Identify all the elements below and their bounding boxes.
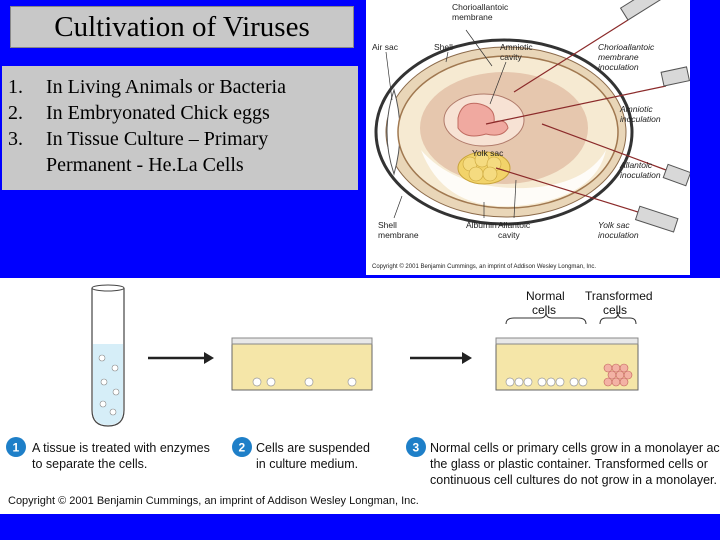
syringe-cam xyxy=(513,0,668,93)
list-item: 1. In Living Animals or Bacteria xyxy=(8,74,354,100)
step-badge xyxy=(406,437,426,457)
step-1-line-1: A tissue is treated with enzymes xyxy=(32,441,210,455)
culture-copyright: Copyright © 2001 Benjamin Cummings, an i… xyxy=(8,495,419,507)
yolk-sac xyxy=(457,151,511,185)
egg-diagram-figure: Air sac Shell Chorioallantoic membrane A… xyxy=(372,0,690,270)
label-air-sac: Air sac xyxy=(372,42,399,52)
label-yolk-inoc-2: inoculation xyxy=(598,230,639,240)
arrow-icon xyxy=(410,352,472,364)
label-chorioallantoic-1: Chorioallantoic xyxy=(452,2,509,12)
culture-diagram: Normal cells Transformed cells 1 A tissu… xyxy=(0,278,720,514)
list-item-number: 1. xyxy=(8,76,23,98)
syringe-amniotic xyxy=(485,66,690,125)
egg-diagram: Air sac Shell Chorioallantoic membrane A… xyxy=(366,0,690,275)
label-yolk-sac: Yolk sac xyxy=(472,148,504,158)
label-amniotic-2: cavity xyxy=(500,52,522,62)
title-box: Cultivation of Viruses xyxy=(10,6,354,48)
step-3-line-1: Normal cells or primary cells grow in a … xyxy=(430,441,720,455)
list-item-text: In Tissue Culture – Primary xyxy=(46,128,269,150)
syringe-yolk xyxy=(495,167,679,233)
header-transformed-1: Transformed xyxy=(585,289,653,303)
list-item: 3. In Tissue Culture – Primary xyxy=(8,126,354,152)
list-item-number: 3. xyxy=(8,128,23,150)
culture-dish-grown xyxy=(495,337,639,391)
step-number: 1 xyxy=(13,441,20,455)
step-number: 2 xyxy=(239,441,246,455)
header-transformed-2: cells xyxy=(603,303,627,317)
header-normal-1: Normal xyxy=(526,289,565,303)
step-2-line-2: in culture medium. xyxy=(256,457,358,471)
step-3-line-3: continuous cell cultures do not grow in … xyxy=(430,473,717,487)
air-sac xyxy=(386,88,401,176)
label-shell-membrane-1: Shell xyxy=(378,220,397,230)
transformed-cell-cluster xyxy=(603,363,633,387)
syringe-allantoic xyxy=(541,123,690,187)
albumin xyxy=(421,150,606,207)
egg-copyright: Copyright © 2001 Benjamin Cummings, an i… xyxy=(372,263,596,270)
label-amniotic-inoc-1: Amniotic xyxy=(619,104,653,114)
list-item-number: 2. xyxy=(8,102,23,124)
step-1-line-2: to separate the cells. xyxy=(32,457,147,471)
label-cam-inoc-1: Chorioallantoic xyxy=(598,42,655,52)
list-item: 2. In Embryonated Chick eggs xyxy=(8,100,354,126)
label-amniotic-inoc-2: inoculation xyxy=(620,114,661,124)
step-number: 3 xyxy=(413,441,420,455)
label-cam-inoc-3: inoculation xyxy=(598,62,639,72)
culture-diagram-figure: Normal cells Transformed cells 1 A tissu… xyxy=(6,284,720,507)
step-3-line-2: the glass or plastic container. Transfor… xyxy=(430,457,708,471)
list-item-continuation: Permanent - He.La Cells xyxy=(46,154,244,176)
cultivation-methods-list: 1. In Living Animals or Bacteria 2. In E… xyxy=(2,66,358,190)
step-2-line-1: Cells are suspended xyxy=(256,441,370,455)
label-shell-membrane-2: membrane xyxy=(378,230,419,240)
leader-lines xyxy=(385,29,517,219)
label-allantoic-inoc-1: Allantoic xyxy=(619,160,653,170)
label-allantoic-2: cavity xyxy=(498,230,520,240)
header-normal-2: cells xyxy=(532,303,556,317)
label-allantoic-1: Allantoic xyxy=(498,220,531,230)
label-cam-inoc-2: membrane xyxy=(598,52,639,62)
list-item-text: In Living Animals or Bacteria xyxy=(46,76,286,98)
label-amniotic-1: Amniotic xyxy=(500,42,533,52)
label-chorioallantoic-2: membrane xyxy=(452,12,493,22)
embryo xyxy=(457,102,509,137)
group-brackets xyxy=(505,311,637,325)
label-yolk-inoc-1: Yolk sac xyxy=(598,220,630,230)
label-albumin: Albumin xyxy=(466,220,497,230)
test-tube xyxy=(91,284,125,427)
culture-dish-suspended xyxy=(231,337,373,391)
slide-title: Cultivation of Viruses xyxy=(54,10,310,43)
step-badge xyxy=(232,437,252,457)
list-item-text: In Embryonated Chick eggs xyxy=(46,102,270,124)
label-shell: Shell xyxy=(434,42,453,52)
label-allantoic-inoc-2: inoculation xyxy=(620,170,661,180)
step-badge xyxy=(6,437,26,457)
arrow-icon xyxy=(148,352,214,364)
